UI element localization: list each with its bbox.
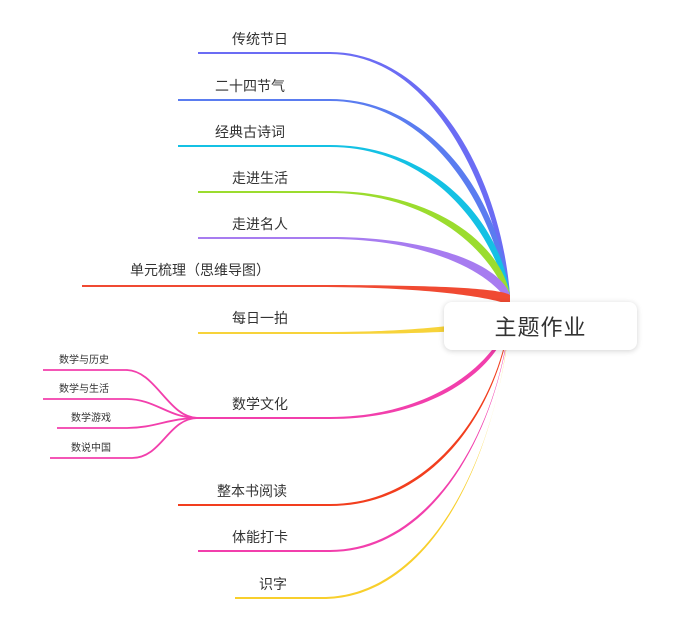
branch-ribbon-10 bbox=[322, 313, 510, 599]
branch-label-9[interactable]: 体能打卡 bbox=[232, 530, 288, 546]
sub-label-2[interactable]: 数学游戏 bbox=[71, 413, 111, 424]
sub-branch-line-3 bbox=[50, 417, 199, 459]
branch-label-6[interactable]: 每日一拍 bbox=[232, 311, 288, 327]
root-node[interactable]: 主题作业 bbox=[444, 302, 637, 350]
branch-label-8[interactable]: 整本书阅读 bbox=[217, 484, 287, 500]
sub-label-3[interactable]: 数说中国 bbox=[71, 443, 111, 454]
branch-label-1[interactable]: 二十四节气 bbox=[215, 79, 285, 95]
sub-label-1[interactable]: 数学与生活 bbox=[59, 384, 109, 395]
sub-label-0[interactable]: 数学与历史 bbox=[59, 355, 109, 366]
branch-label-5[interactable]: 单元梳理（思维导图） bbox=[130, 263, 270, 279]
branch-label-10[interactable]: 识字 bbox=[259, 577, 287, 593]
branch-label-2[interactable]: 经典古诗词 bbox=[215, 125, 285, 141]
branch-connectors bbox=[43, 52, 510, 599]
branch-label-0[interactable]: 传统节日 bbox=[232, 32, 288, 48]
branch-ribbon-5 bbox=[318, 285, 510, 305]
branch-ribbon-2 bbox=[330, 145, 510, 305]
branch-label-4[interactable]: 走进名人 bbox=[232, 217, 288, 233]
root-node-label: 主题作业 bbox=[494, 316, 587, 341]
sub-branch-line-2 bbox=[57, 417, 199, 429]
branch-ribbon-4 bbox=[330, 237, 510, 305]
sub-branch-line-1 bbox=[43, 398, 199, 419]
branch-label-3[interactable]: 走进生活 bbox=[232, 171, 288, 187]
branch-ribbon-0 bbox=[330, 52, 510, 305]
branch-label-7[interactable]: 数学文化 bbox=[232, 397, 288, 413]
sub-branch-line-0 bbox=[43, 369, 199, 419]
